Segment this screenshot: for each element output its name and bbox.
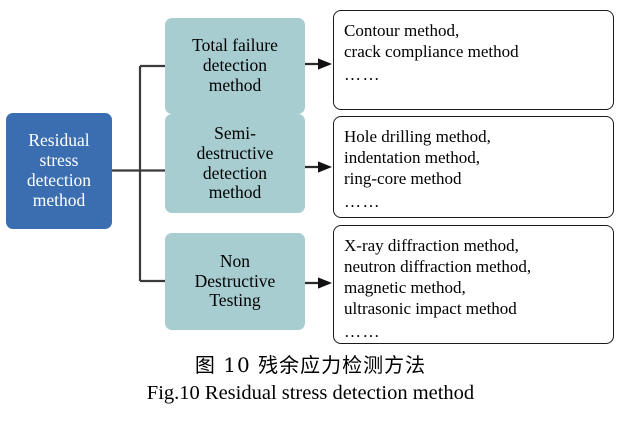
figure-caption-english: Fig.10 Residual stress detection method bbox=[146, 382, 475, 404]
node-branch-non-destructive[interactable]: Non Destructive Testing bbox=[165, 233, 305, 330]
leaf-line: X-ray diffraction method, bbox=[344, 236, 519, 255]
leaf-line: magnetic method, bbox=[344, 278, 466, 298]
figure-caption-chinese: 图 10 残余应力检测方法 bbox=[194, 353, 427, 377]
node-branch-semi-destructive[interactable]: Semi- destructive detection method bbox=[165, 114, 305, 213]
leaf-line: Hole drilling method, bbox=[344, 127, 491, 146]
arrow-heads bbox=[318, 58, 332, 289]
node-branch-label: Semi- destructive detection method bbox=[196, 122, 274, 203]
leaf-line: ring-core method bbox=[344, 169, 462, 189]
node-leaf-semi-destructive-methods[interactable]: Hole drilling method, indentation method… bbox=[333, 116, 614, 218]
arrow-head-1 bbox=[318, 58, 332, 70]
leaf-line: indentation method, bbox=[344, 148, 480, 168]
node-branch-label: Non Destructive Testing bbox=[194, 250, 276, 311]
leaf-content: Hole drilling method, indentation method… bbox=[344, 126, 491, 212]
node-root[interactable]: Residual stress detection method bbox=[6, 113, 112, 229]
node-root-label: Residual stress detection method bbox=[26, 130, 92, 210]
leaf-line: Contour method, bbox=[344, 21, 460, 40]
node-branch-label: Total failure detection method bbox=[192, 35, 278, 95]
leaf-line: crack compliance method bbox=[344, 42, 519, 62]
leaf-ellipsis: …… bbox=[344, 65, 381, 85]
leaf-content: X-ray diffraction method, neutron diffra… bbox=[344, 235, 531, 342]
leaf-ellipsis: …… bbox=[344, 322, 381, 342]
node-branch-total-failure[interactable]: Total failure detection method bbox=[165, 18, 305, 114]
arrow-head-2 bbox=[318, 161, 332, 173]
arrow-head-3 bbox=[318, 277, 332, 289]
leaf-content: Contour method, crack compliance method … bbox=[344, 20, 519, 85]
leaf-ellipsis: …… bbox=[344, 192, 381, 212]
node-leaf-non-destructive-methods[interactable]: X-ray diffraction method, neutron diffra… bbox=[333, 225, 614, 344]
leaf-line: neutron diffraction method, bbox=[344, 257, 532, 277]
leaf-line: ultrasonic impact method bbox=[344, 299, 517, 319]
diagram-canvas: Residual stress detection method Total f… bbox=[6, 10, 614, 344]
figure-caption: 图 10 残余应力检测方法 Fig.10 Residual stress det… bbox=[0, 352, 621, 407]
node-leaf-total-failure-methods[interactable]: Contour method, crack compliance method … bbox=[333, 10, 614, 110]
